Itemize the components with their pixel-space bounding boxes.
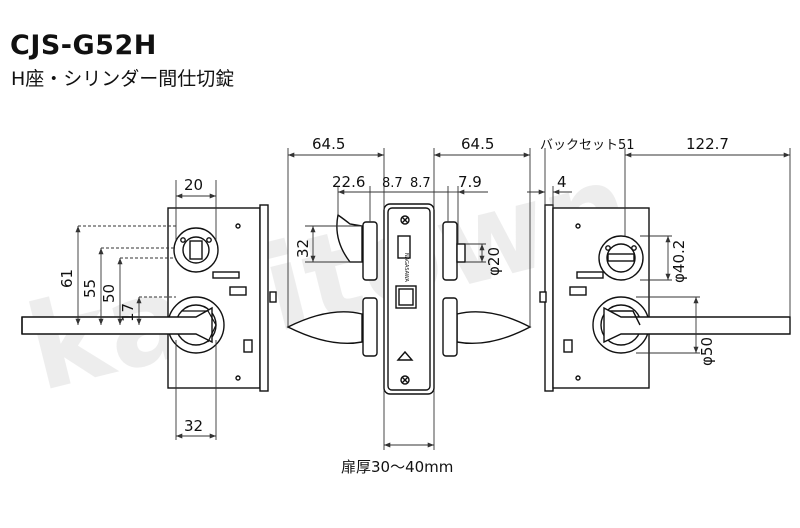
dim-61: 61 [58, 269, 76, 288]
dim-8-7-a: 8.7 [382, 176, 403, 191]
center-dimensions [287, 148, 531, 450]
dim-32-side: 32 [294, 239, 312, 258]
model-title: CJS-G52H [10, 30, 157, 61]
dim-7-9: 7.9 [458, 173, 482, 191]
dim-50: 50 [100, 284, 118, 303]
door-thickness-label: 扉厚30〜40mm [341, 458, 453, 476]
model-description: H座・シリンダー間仕切錠 [11, 68, 235, 90]
right-side-view [539, 204, 791, 392]
dim-8-7-b: 8.7 [410, 176, 431, 191]
right-dimensions [527, 148, 791, 354]
plate-mark: NAGASAWA [403, 253, 409, 282]
dim-phi40-2: φ40.2 [670, 240, 688, 283]
dim-backset: バックセット51 [540, 138, 635, 153]
dim-122-7: 122.7 [686, 135, 729, 153]
dim-64-5-right: 64.5 [461, 135, 494, 153]
dim-32-bottom: 32 [184, 417, 203, 435]
dim-55: 55 [81, 279, 99, 298]
dim-64-5-left: 64.5 [312, 135, 345, 153]
dim-20: 20 [184, 176, 203, 194]
dim-phi20: φ20 [485, 247, 503, 276]
left-dimensions [75, 180, 217, 440]
dim-17: 17 [119, 303, 137, 322]
center-front-view [286, 203, 532, 395]
dim-22-6: 22.6 [332, 173, 365, 191]
dim-phi50: φ50 [698, 337, 716, 366]
dim-4: 4 [557, 173, 567, 191]
